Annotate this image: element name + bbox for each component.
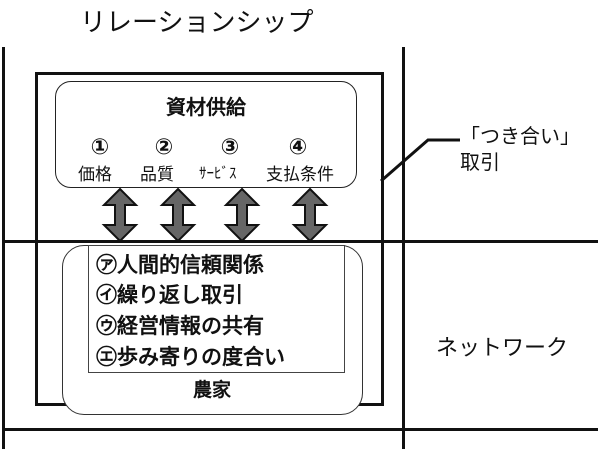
- item-label-service: ｻｰﾋﾞｽ: [199, 164, 237, 182]
- supply-box: [55, 81, 357, 188]
- callout-line-1: 「つき合い」: [460, 124, 580, 148]
- network-label: ネットワーク: [436, 336, 569, 361]
- factor-compromise: ㋓歩み寄りの度合い: [96, 345, 285, 369]
- double-arrow-icon: [159, 187, 197, 243]
- supply-box-title: 資材供給: [166, 95, 246, 119]
- double-arrow-icon: [291, 187, 329, 243]
- callout-connector-line: [380, 138, 460, 183]
- factor-human-trust: ㋐人間的信頼関係: [96, 253, 264, 277]
- item-label-quality: 品質: [140, 165, 174, 185]
- factor-repeat-trade: ㋑繰り返し取引: [96, 283, 243, 307]
- item-label-payment-terms: 支払条件: [266, 165, 334, 185]
- double-arrow-icon: [223, 187, 261, 243]
- item-number-2: ②: [154, 135, 174, 160]
- grid-vertical-left: [2, 47, 5, 449]
- callout-line-2: 取引: [460, 150, 500, 174]
- item-number-4: ④: [288, 135, 308, 160]
- item-number-3: ③: [220, 135, 240, 160]
- farmer-label: 農家: [192, 379, 231, 401]
- grid-horizontal-bottom: [2, 428, 598, 431]
- factor-info-sharing: ㋒経営情報の共有: [96, 314, 264, 338]
- grid-vertical-right: [402, 47, 405, 449]
- factors-box: [88, 245, 345, 373]
- item-number-1: ①: [90, 135, 110, 160]
- diagram-title: リレーションシップ: [80, 8, 314, 38]
- item-label-price: 価格: [78, 165, 112, 185]
- double-arrow-icon: [101, 187, 139, 243]
- grid-horizontal-middle: [2, 240, 598, 243]
